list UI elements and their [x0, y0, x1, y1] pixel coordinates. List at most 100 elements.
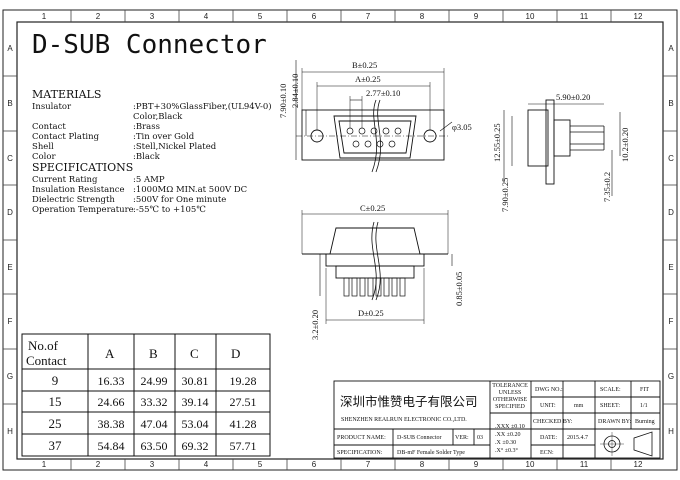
zone-column-label: 9: [473, 12, 479, 21]
table-cell-contacts: 37: [49, 438, 63, 453]
tolerance-value: .X° ±0.3°: [495, 447, 519, 454]
table-cell-contacts: 9: [52, 373, 59, 388]
bottom-view: [301, 210, 453, 324]
date-value: 2015.4.7: [567, 435, 588, 441]
table-header-C: C: [190, 346, 199, 361]
tolerance-value: .XXX ±0.10: [495, 424, 525, 430]
tolerance-value: .XX ±0.20: [495, 432, 520, 438]
spec-label: Contact Plating: [32, 132, 100, 142]
zone-column-label: 6: [311, 12, 317, 21]
product-label: PRODUCT NAME:: [337, 435, 386, 441]
zone-row-label: A: [668, 44, 674, 54]
product-value: D-SUB Connector: [397, 435, 442, 441]
table-cell-value: 30.81: [182, 374, 209, 388]
sheet-label: SHEET:: [600, 403, 620, 409]
table-cell-value: 38.38: [98, 417, 125, 431]
zone-row-label: E: [668, 262, 674, 272]
dim-side-h1: 12.55±0.25: [492, 123, 502, 162]
front-flange: [301, 109, 445, 161]
bottom-flange: [302, 227, 448, 255]
spec-value: :Stell,Nickel Plated: [133, 142, 217, 152]
table-cell-contacts: 25: [49, 416, 62, 431]
zone-column-label: 5: [257, 460, 263, 469]
front-shell-outer: [333, 115, 417, 159]
spec-label: Insulation Resistance: [32, 185, 125, 195]
dim-front-A: A±0.25: [355, 74, 381, 84]
unit-value: mm: [574, 403, 584, 409]
side-shell: [527, 109, 549, 167]
zone-column-label: 12: [633, 460, 643, 469]
tolerance-line: UNLESS: [499, 390, 522, 396]
table-cell-value: 63.50: [141, 439, 168, 453]
ecn-label: ECN:: [540, 450, 554, 456]
sheet-value: 1/1: [640, 403, 648, 409]
zone-column-label: 11: [579, 12, 589, 21]
spec-label: Contact: [32, 122, 66, 132]
table-cell-value: 33.32: [141, 395, 168, 409]
ver-label: VER:: [455, 435, 469, 441]
company-name-en: SHENZHEN REALRUN ELECTRONIC CO.,LTD.: [341, 417, 467, 423]
zone-row-label: B: [7, 98, 13, 108]
zone-row-label: D: [7, 208, 13, 218]
spec-value: DB-mF Female Solder Type: [397, 450, 465, 456]
dim-side-h2: 10.2±0.20: [620, 128, 630, 162]
zone-column-label: 7: [365, 12, 371, 21]
zone-column-label: 11: [579, 460, 589, 469]
spec-value: :Brass: [133, 122, 160, 132]
zone-column-label: 7: [365, 460, 371, 469]
dim-bottom-h2: 3.2±0.20: [310, 310, 320, 340]
zone-column-label: 4: [203, 12, 209, 21]
spec-label: SPECIFICATION:: [337, 450, 383, 456]
projection-symbol-icon: [600, 431, 653, 457]
zone-column-label: 3: [149, 12, 155, 21]
dim-bottom-h1: 0.85±0.05: [454, 272, 464, 306]
table-cell-value: 47.04: [141, 417, 168, 431]
zone-row-label: G: [6, 371, 14, 381]
bottom-pins: [343, 277, 406, 297]
spec-label: Shell: [32, 142, 54, 152]
table-cell-value: 53.04: [182, 417, 209, 431]
spec-label: Color: [32, 152, 56, 162]
table-cell-value: 24.99: [141, 374, 168, 388]
table-cell-value: 19.28: [230, 374, 257, 388]
spec-value: :PBT+30%GlassFiber,(UL94V-0): [133, 102, 272, 112]
zone-column-label: 3: [149, 460, 155, 469]
checked-label: CHECKED BY:: [533, 419, 573, 425]
zone-row-label: H: [7, 426, 13, 436]
dim-side-h3: 7.90±0.25: [500, 178, 510, 212]
table-cell-value: 39.14: [182, 395, 209, 409]
zone-column-label: 8: [419, 460, 425, 469]
zone-row-label: A: [7, 44, 13, 54]
zone-column-label: 8: [419, 12, 425, 21]
dim-front-hole: φ3.05: [452, 122, 472, 132]
dim-bottom-C: C±0.25: [360, 203, 385, 213]
dim-front-h2: 2.84±0.10: [290, 74, 300, 108]
table-cell-value: 41.28: [230, 417, 257, 431]
zone-column-label: 1: [41, 460, 47, 469]
zone-column-label: 9: [473, 460, 479, 469]
spec-label: Operation Temperature: [32, 205, 134, 215]
zone-row-label: B: [668, 98, 674, 108]
column-ticks: [70, 10, 612, 470]
drawn-label: DRAWN BY:: [598, 419, 631, 425]
spec-label: Dielectric Strength: [32, 195, 115, 205]
dim-table-grid: [21, 333, 271, 457]
zone-column-label: 6: [311, 460, 317, 469]
zone-column-label: 2: [95, 12, 101, 21]
zone-row-label: E: [7, 262, 13, 272]
front-shell-inner: [338, 120, 412, 154]
tolerance-line: TOLERANCE: [492, 383, 528, 389]
spec-label: Insulator: [32, 102, 72, 112]
table-cell-value: 24.66: [98, 395, 125, 409]
table-cell-value: 57.71: [230, 439, 257, 453]
spec-value: :500V for One minute: [133, 195, 227, 205]
break-line: [371, 99, 378, 173]
table-header-D: D: [231, 346, 240, 361]
spec-label: Current Rating: [32, 175, 98, 185]
table-cell-value: 16.33: [98, 374, 125, 388]
